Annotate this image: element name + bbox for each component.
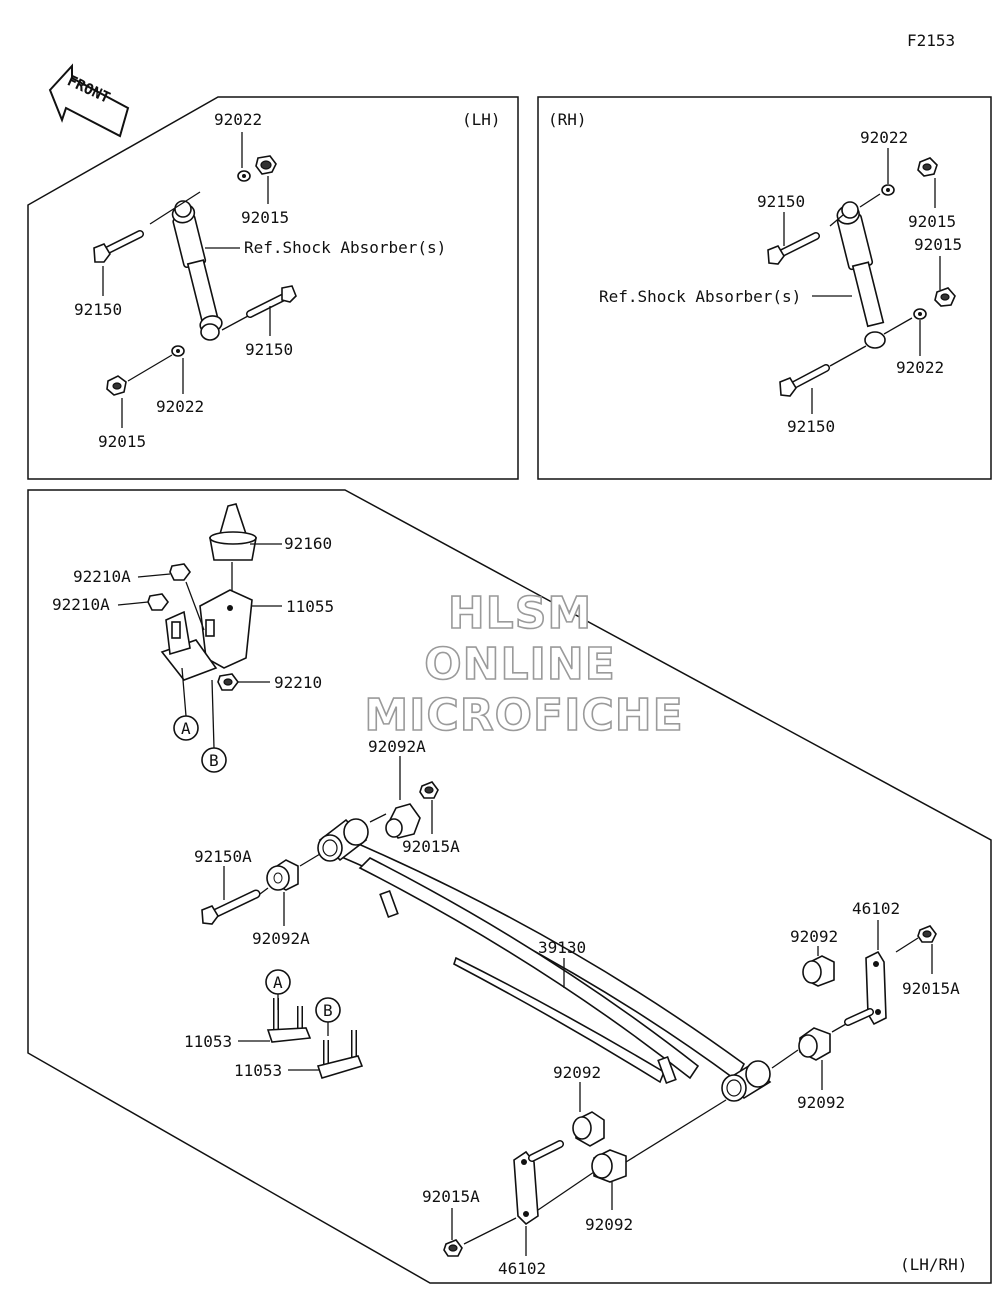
- label-92092-low: 92092: [585, 1215, 633, 1234]
- bushing-92092-low: [591, 1149, 627, 1183]
- bracket-nut-2: [147, 593, 169, 611]
- rh-label-92015-mid: 92015: [914, 235, 962, 254]
- rh-label-92015-top: 92015: [908, 212, 956, 231]
- lh-shock-absorber: [171, 200, 223, 341]
- rh-bolt-top: [767, 232, 820, 265]
- label-11055: 11055: [286, 597, 334, 616]
- callout-a-top: A: [181, 719, 191, 738]
- lh-label-92022-bottom: 92022: [156, 397, 204, 416]
- bolt-92150A: [201, 889, 261, 925]
- figure-code: F2153: [907, 31, 955, 50]
- shackle-46102-right: [844, 950, 887, 1026]
- rh-side-label: (RH): [548, 110, 587, 129]
- lh-bolt-right: [246, 285, 297, 318]
- label-46102-right: 46102: [852, 899, 900, 918]
- bushing-92092A-top: [385, 803, 421, 839]
- bracket-nut-1: [169, 563, 191, 581]
- bushing-92092A-left: [266, 859, 299, 891]
- label-92092A-left: 92092A: [252, 929, 310, 948]
- lh-label-92022-top: 92022: [214, 110, 262, 129]
- lh-label-92150-left: 92150: [74, 300, 122, 319]
- label-92160: 92160: [284, 534, 332, 553]
- rh-panel-frame: [537, 96, 992, 480]
- rh-label-92150-bottom: 92150: [787, 417, 835, 436]
- label-92015A-top: 92015A: [402, 837, 460, 856]
- bushing-92092-r2: [798, 1027, 831, 1061]
- rh-bolt-bottom: [779, 364, 830, 397]
- label-39130: 39130: [538, 938, 586, 957]
- lh-label-92015-top: 92015: [241, 208, 289, 227]
- rh-shock-absorber: [836, 201, 886, 349]
- label-11053-b: 11053: [234, 1061, 282, 1080]
- callout-b-circle: [201, 747, 227, 773]
- label-92210: 92210: [274, 673, 322, 692]
- front-arrow-icon: FRONT: [48, 63, 130, 138]
- label-92092A-top: 92092A: [368, 737, 426, 756]
- label-11053-a: 11053: [184, 1032, 232, 1051]
- lh-label-92015-bottom: 92015: [98, 432, 146, 451]
- callout-a-bottom: A: [273, 973, 283, 992]
- label-46102-bottom: 46102: [498, 1259, 546, 1278]
- leaf-spring: [317, 818, 772, 1102]
- watermark-line1: HLSM: [448, 588, 592, 639]
- label-92210A-2: 92210A: [52, 595, 110, 614]
- u-bolt-a: [266, 998, 312, 1043]
- bottom-side-label: (LH/RH): [900, 1255, 967, 1274]
- callout-a-circle: [173, 715, 199, 741]
- label-92092-r1: 92092: [790, 927, 838, 946]
- shackle-46102-bottom: [513, 1140, 564, 1226]
- callout-b-top: B: [209, 751, 219, 770]
- watermark-line3: MICROFICHE: [364, 690, 683, 741]
- label-92015A-bottom: 92015A: [422, 1187, 480, 1206]
- bushing-92092-r1: [802, 955, 835, 987]
- leaf-eye-rear: [721, 1060, 772, 1102]
- rh-label-92022-bottom: 92022: [896, 358, 944, 377]
- watermark: HLSM ONLINE MICROFICHE: [364, 587, 684, 742]
- label-92150A: 92150A: [194, 847, 252, 866]
- callout-b-bottom: B: [323, 1001, 333, 1020]
- leaf-eye-front: [317, 818, 369, 862]
- watermark-line2: ONLINE: [424, 639, 616, 690]
- lh-label-92150-right: 92150: [245, 340, 293, 359]
- label-92210A-1: 92210A: [73, 567, 131, 586]
- label-92092-mid: 92092: [553, 1063, 601, 1082]
- label-92092-r2: 92092: [797, 1093, 845, 1112]
- lh-side-label: (LH): [462, 110, 501, 129]
- rh-label-92022-top: 92022: [860, 128, 908, 147]
- lh-label-ref-shock: Ref.Shock Absorber(s): [244, 238, 446, 257]
- rh-label-92150-top: 92150: [757, 192, 805, 211]
- rh-label-ref-shock: Ref.Shock Absorber(s): [599, 287, 801, 306]
- lh-bolt-left: [93, 230, 144, 263]
- bump-stop: [209, 503, 257, 561]
- lh-panel-frame: [27, 96, 519, 480]
- u-bolt-b: [316, 1030, 364, 1079]
- bushing-92092-mid: [572, 1111, 605, 1147]
- label-92015A-right: 92015A: [902, 979, 960, 998]
- bottom-panel-frame: [27, 489, 992, 1284]
- bracket: [160, 589, 253, 681]
